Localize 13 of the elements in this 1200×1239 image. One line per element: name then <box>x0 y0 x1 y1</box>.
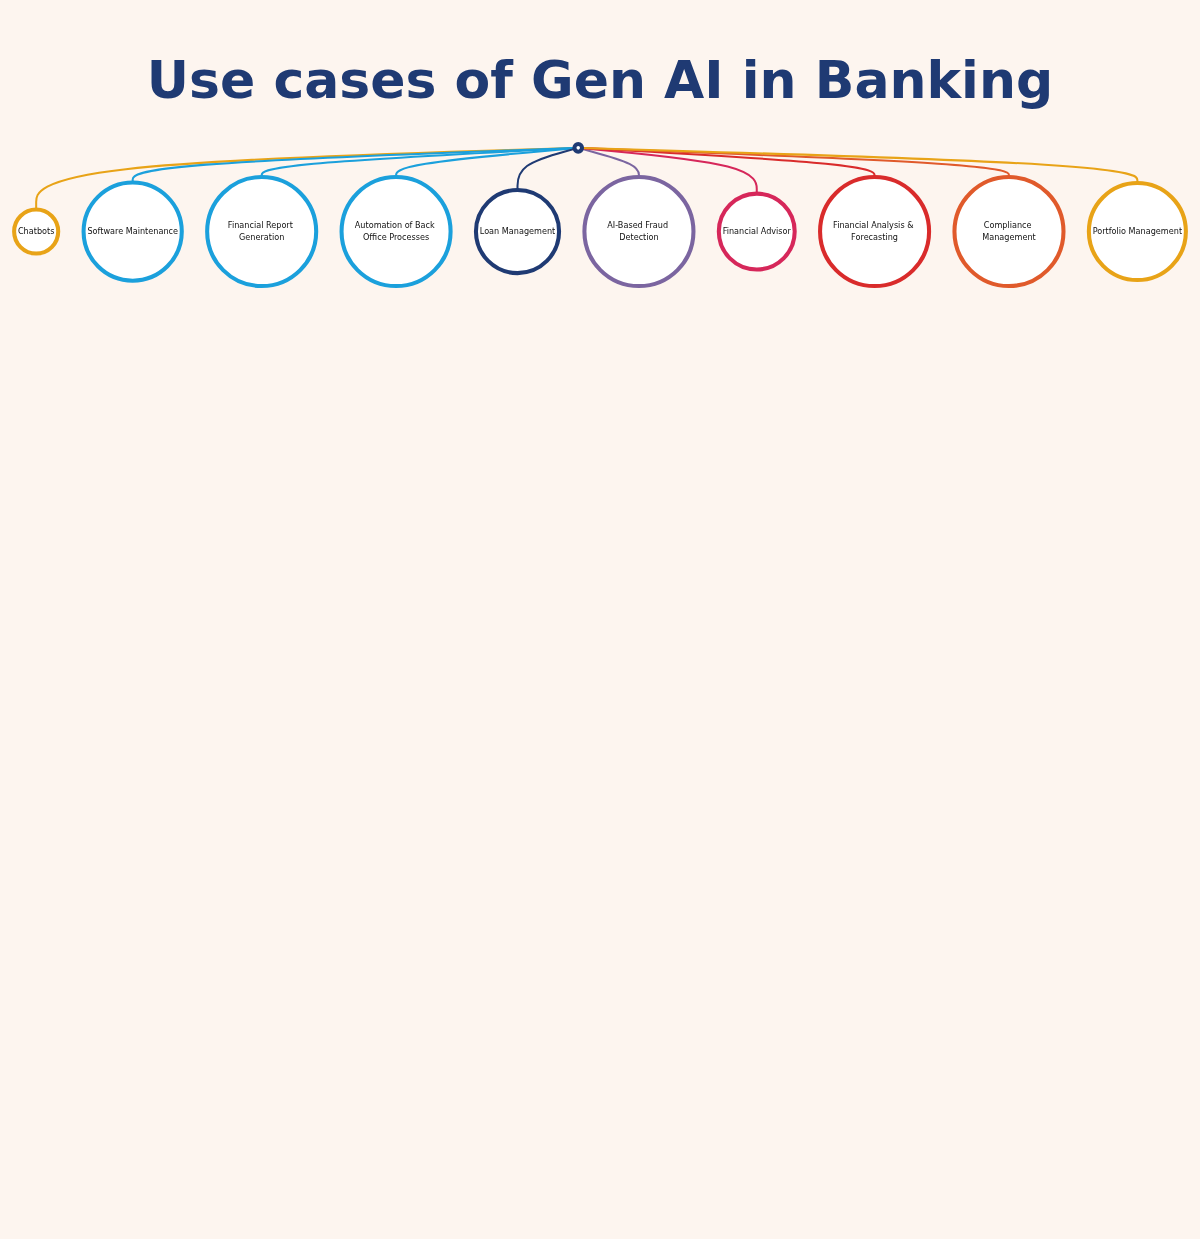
node-circle: Financial Report Generation <box>205 175 319 289</box>
node-circle: Financial Advisor <box>716 191 797 272</box>
node-circle: Compliance Management <box>952 175 1066 289</box>
node-circle: Financial Analysis & Forecasting <box>818 175 932 289</box>
connector <box>516 147 575 190</box>
node-circle: Loan Management <box>473 187 562 276</box>
node-circle: Chatbots <box>12 207 61 256</box>
node-circle: Portfolio Management <box>1086 181 1188 283</box>
node-circle <box>572 142 585 154</box>
title: Use cases of Gen AI in Banking <box>145 50 1055 110</box>
node-circle: AI-Based Fraud Detection <box>582 175 696 289</box>
node-circle: Automation of Back Office Processes <box>339 175 453 289</box>
node-circle: Software Maintenance <box>81 180 184 283</box>
